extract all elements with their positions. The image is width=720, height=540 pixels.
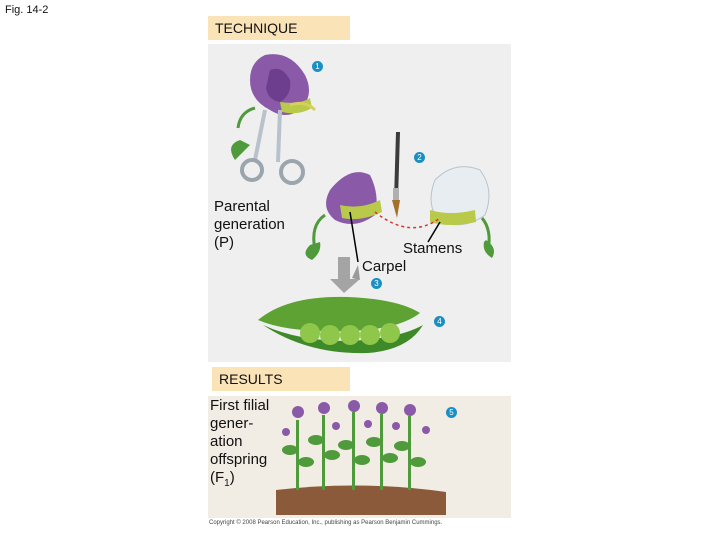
figure-label: Fig. 14-2 xyxy=(5,4,49,16)
step-1-badge: 1 xyxy=(312,61,323,72)
stamens-label: Stamens xyxy=(403,240,463,257)
results-heading: RESULTS xyxy=(212,367,350,391)
step-5-badge: 5 xyxy=(446,407,457,418)
copyright-notice: Copyright © 2008 Pearson Education, Inc.… xyxy=(209,520,443,526)
step-4-badge: 4 xyxy=(434,316,445,327)
pea-pod-illustration xyxy=(258,296,423,354)
parental-generation-label: Parental generation (P) xyxy=(214,198,285,251)
f1-offspring-plants-illustration xyxy=(276,400,446,515)
f1-offspring-label: First filial gener- ation offspring (F1) xyxy=(210,397,278,493)
pollination-illustration xyxy=(305,131,494,280)
technique-heading: TECHNIQUE xyxy=(208,16,350,40)
f1-label-close: ) xyxy=(229,469,235,486)
gray-arrow xyxy=(330,257,360,293)
f1-label-text: First filial gener- ation offspring (F xyxy=(210,397,270,486)
carpel-label: Carpel xyxy=(362,258,407,275)
purple-flower-with-scissors-illustration xyxy=(231,54,317,185)
f1-subscript: 1 xyxy=(224,478,230,489)
step-2-badge: 2 xyxy=(414,152,425,163)
step-3-badge: 3 xyxy=(371,278,382,289)
